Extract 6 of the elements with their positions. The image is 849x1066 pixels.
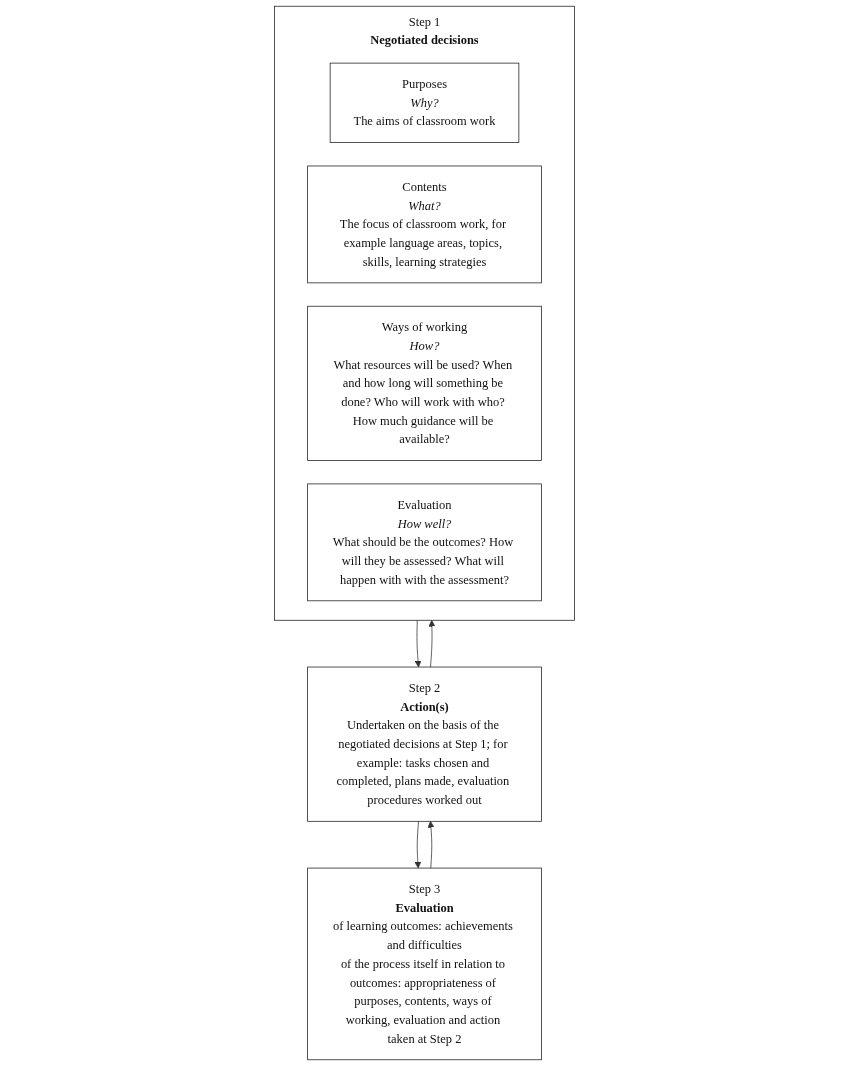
node-box: Purposes Why? The aims of classroom work xyxy=(329,62,520,143)
node-box: Evaluation How well? What should be the outcomes? How will they be assessed? What will happen with with the assessment? xyxy=(307,483,542,602)
node-box: Ways of working How? What resources will be used? When and how long will something be done? Who will work with who? How much guidance will be available? xyxy=(307,305,542,461)
node-box: Step 3 Evaluation of learning outcomes: achievements and difficulties of the process itself in relation to outcomes: appropriateness of purposes, contents, ways of working, evaluation and action taken at Step 2 xyxy=(307,867,542,1061)
node-box: Step 2 Action(s) Undertaken on the basis of the negotiated decisions at Step 1; for example: tasks chosen and completed, plans made, evaluation procedures worked out xyxy=(307,666,542,822)
node-box: Contents What? The focus of classroom work, for example language areas, topics, skills, learning strategies xyxy=(307,165,542,284)
